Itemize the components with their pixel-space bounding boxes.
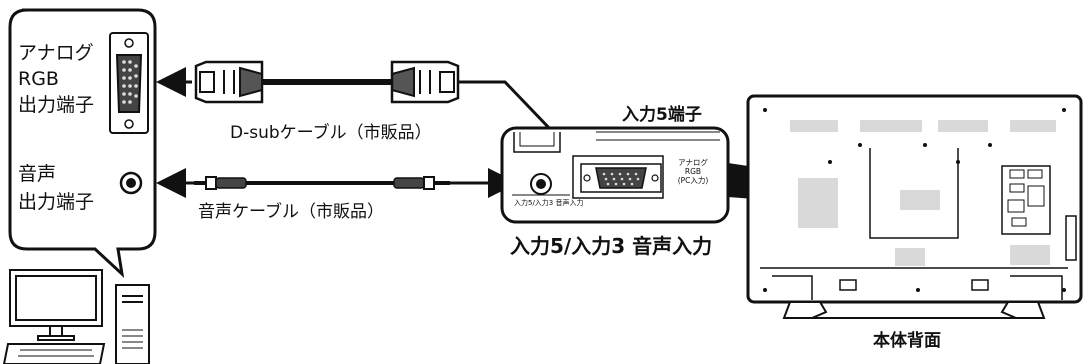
- tv-back: [746, 94, 1083, 319]
- tv-back-caption: 本体背面: [873, 331, 941, 351]
- pc-audio-jack: [119, 171, 143, 195]
- analog-rgb-label-line2: RGB: [18, 68, 59, 90]
- analog-rgb-label-line3: 出力端子: [18, 94, 95, 116]
- input5-terminal-label: 入力5端子: [622, 105, 702, 125]
- vga-port-label: アナログ RGB (PC入力): [668, 158, 718, 185]
- analog-rgb-output-label: アナログ RGB 出力端子: [18, 40, 94, 118]
- dsub-cable-label: D-subケーブル（市販品）: [230, 123, 432, 143]
- analog-rgb-label-line1: アナログ: [18, 42, 94, 64]
- audio-cable-label: 音声ケーブル（市販品）: [198, 202, 384, 222]
- dsub-cable: [156, 60, 580, 160]
- vga-port-label-line3: (PC入力): [677, 176, 709, 185]
- audio-output-label: 音声 出力端子: [18, 160, 94, 216]
- tv-panel-callout: [500, 126, 730, 224]
- keyboard-keys: [18, 349, 94, 357]
- computer-icon: [2, 269, 150, 364]
- pc-vga-port: [109, 32, 149, 134]
- small-audio-input-label: 入力5/入力3 音声入力: [514, 199, 584, 207]
- vga-port-label-line2: RGB: [684, 167, 702, 176]
- audio-cable: [156, 168, 518, 198]
- audio-output-label-line2: 出力端子: [18, 191, 95, 213]
- audio-input-label: 入力5/入力3 音声入力: [510, 234, 713, 258]
- audio-output-label-line1: 音声: [18, 163, 57, 185]
- vga-port-label-line1: アナログ: [678, 158, 708, 167]
